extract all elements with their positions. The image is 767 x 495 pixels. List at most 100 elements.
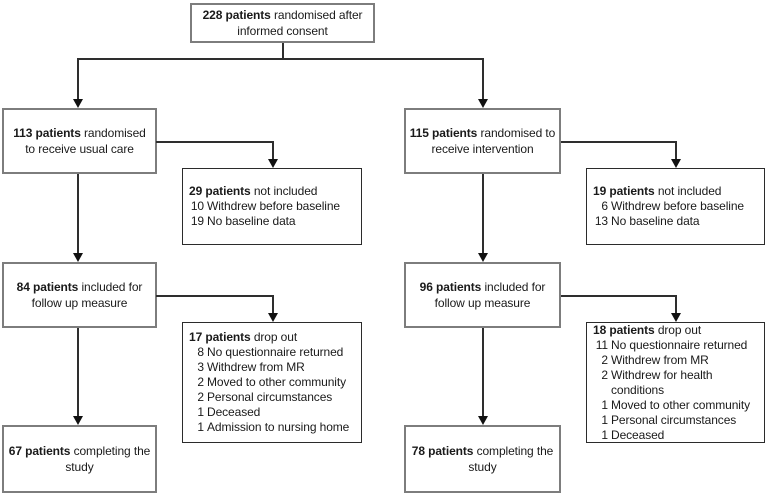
- arrowhead-not-included-left: [267, 159, 278, 168]
- box-label: included for follow up measure: [31, 280, 143, 310]
- box-title: 29 patients not included: [189, 184, 359, 199]
- reason-text: Withdrew for health conditions: [611, 367, 713, 397]
- box-label: completing the study: [65, 444, 151, 474]
- box-label: not included: [654, 184, 722, 198]
- box-title: 17 patients drop out: [189, 330, 359, 345]
- branch-dropout-right-vertical: [675, 295, 677, 314]
- patient-count: 18 patients: [593, 322, 655, 337]
- reason-text: Personal circumstances: [207, 390, 333, 404]
- reason-count: 1: [197, 420, 204, 434]
- box-followup-intervention: 96 patients included for follow up measu…: [404, 262, 561, 328]
- reason-count: 2: [601, 367, 608, 382]
- connector-usual-to-followup: [77, 174, 79, 254]
- reason-text: Moved to other community: [207, 375, 346, 389]
- patient-count: 115 patients: [409, 126, 478, 140]
- reason-text: Withdrew before baseline: [611, 199, 745, 213]
- reason-count: 1: [601, 412, 608, 427]
- reason-count: 8: [197, 345, 204, 359]
- reason-count: 6: [601, 199, 608, 213]
- arrowhead-not-included-right: [670, 159, 681, 168]
- branch-not-included-left-vertical: [272, 141, 274, 160]
- box-intervention-arm: 115 patients randomised to receive inter…: [404, 108, 561, 174]
- branch-not-included-left-horizontal: [156, 141, 274, 143]
- box-followup-usual-care: 84 patients included for follow up measu…: [2, 262, 157, 328]
- reason-text: Deceased: [207, 405, 261, 419]
- reason-text: No baseline data: [207, 214, 296, 228]
- reason-text: Withdrew from MR: [611, 352, 709, 367]
- branch-dropout-right-horizontal: [561, 295, 677, 297]
- box-label: drop out: [654, 322, 702, 337]
- box-label: drop out: [250, 330, 298, 344]
- reason-count: 1: [197, 405, 204, 419]
- reason-text: Moved to other community: [611, 397, 750, 412]
- box-randomised-total: 228 patients randomised after informed c…: [190, 3, 375, 43]
- reason-text: Deceased: [611, 427, 665, 442]
- reason-text: No questionnaire returned: [611, 337, 748, 352]
- patient-count: 29 patients: [189, 184, 251, 198]
- box-completing-intervention: 78 patients completing the study: [404, 425, 561, 493]
- arrowhead-intervention-to-followup: [477, 253, 488, 262]
- reason-count: 11: [595, 337, 608, 352]
- box-label: included for follow up measure: [434, 280, 546, 310]
- connector-to-usual-care: [77, 58, 79, 100]
- reason-count: 3: [197, 360, 204, 374]
- arrowhead-dropout-right: [670, 313, 681, 322]
- reason-count: 19: [190, 214, 204, 228]
- branch-dropout-left-vertical: [272, 295, 274, 314]
- patient-count: 228 patients: [202, 8, 271, 22]
- connector-intervention-to-followup: [482, 174, 484, 254]
- box-label: not included: [250, 184, 318, 198]
- patient-count: 113 patients: [13, 126, 81, 140]
- box-text: 113 patients randomised to receive usual…: [7, 125, 152, 157]
- box-label: completing the study: [468, 444, 554, 474]
- arrowhead-dropout-left: [267, 313, 278, 322]
- box-text: 67 patients completing the study: [7, 443, 152, 475]
- branch-not-included-right-horizontal: [561, 141, 677, 143]
- arrowhead-usual-to-followup: [72, 253, 83, 262]
- patient-count: 19 patients: [593, 184, 655, 198]
- reason-count: 10: [190, 199, 204, 213]
- reason-text: Withdrew before baseline: [207, 199, 341, 213]
- branch-dropout-left-horizontal: [156, 295, 274, 297]
- box-text: 115 patients randomised to receive inter…: [409, 125, 556, 157]
- patient-count: 67 patients: [8, 444, 71, 458]
- reason-text: No baseline data: [611, 214, 700, 228]
- connector-to-intervention: [482, 58, 484, 100]
- box-title: 18 patients drop out: [593, 323, 762, 338]
- arrowhead-completing-left: [72, 416, 83, 425]
- reason-count: 2: [197, 390, 204, 404]
- box-label: randomised after informed consent: [237, 8, 363, 38]
- reason-text: No questionnaire returned: [207, 345, 344, 359]
- reason-count: 1: [601, 397, 608, 412]
- connector-followup-to-completing-left: [77, 328, 79, 418]
- box-text: 84 patients included for follow up measu…: [7, 279, 152, 311]
- box-label: randomised to receive usual care: [25, 126, 146, 156]
- reason-count: 2: [601, 352, 608, 367]
- patient-count: 78 patients: [411, 444, 474, 458]
- patient-count: 17 patients: [189, 330, 251, 344]
- connector-followup-to-completing-right: [482, 328, 484, 418]
- patient-count: 96 patients: [419, 280, 482, 294]
- reason-text: Personal circumstances: [611, 412, 737, 427]
- reason-count: 2: [197, 375, 204, 389]
